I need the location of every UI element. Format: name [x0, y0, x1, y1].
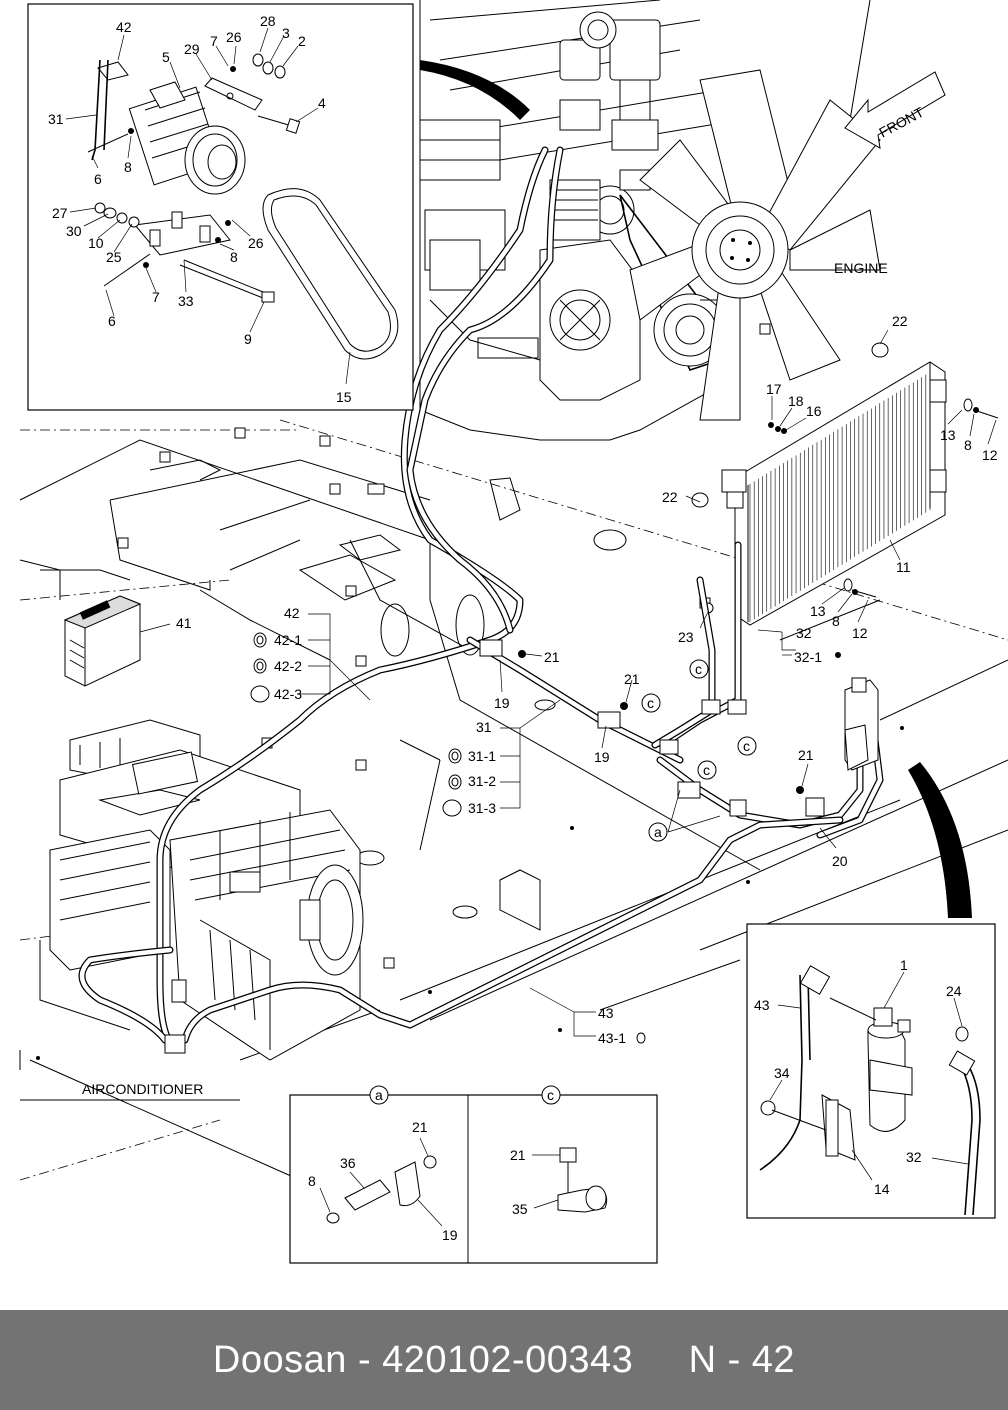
callouts-main: 22 17 18 16 13 8 12 22 11 13 8 12 23 32 …: [176, 313, 998, 1046]
callout: 20: [832, 853, 848, 869]
front-arrow: FRONT: [844, 71, 946, 149]
detail-marker-c: c: [695, 661, 702, 677]
callout: 43-1: [598, 1030, 626, 1046]
callout: 13: [810, 603, 826, 619]
callout: 8: [308, 1173, 316, 1189]
airconditioner-label: AIRCONDITIONER: [82, 1081, 203, 1097]
callout: 12: [852, 625, 868, 641]
footer-bar: Doosan - 420102-00343 N - 42: [0, 1310, 1008, 1410]
callout: 7: [152, 289, 160, 305]
callouts-receiver: 1 24 43 34 14 32: [754, 957, 962, 1197]
callout: 42: [116, 19, 132, 35]
condenser: [691, 342, 999, 658]
callout: 19: [494, 695, 510, 711]
engine-label: ENGINE: [834, 260, 888, 276]
callout: 43: [598, 1005, 614, 1021]
callout: 31: [476, 719, 492, 735]
callout: 7: [210, 33, 218, 49]
callout: 8: [832, 613, 840, 629]
callout: 12: [982, 447, 998, 463]
callout: 31-1: [468, 748, 496, 764]
callout: 22: [662, 489, 678, 505]
callout: 8: [124, 159, 132, 175]
callout: 31-2: [468, 773, 496, 789]
o-rings-42: [250, 632, 270, 703]
callout: 10: [88, 235, 104, 251]
detail-a-c-box: [289, 1094, 658, 1264]
detail-marker-c: c: [547, 1087, 554, 1103]
detail-marker-c: c: [703, 762, 710, 778]
callout: 19: [442, 1227, 458, 1243]
callout: 14: [874, 1181, 890, 1197]
callout: 35: [512, 1201, 528, 1217]
callout: 27: [52, 205, 68, 221]
callout: 32-1: [794, 649, 822, 665]
callout: 3: [282, 25, 290, 41]
callout: 17: [766, 381, 782, 397]
callout: 26: [226, 29, 242, 45]
callout: 15: [336, 389, 352, 405]
callout: 34: [774, 1065, 790, 1081]
parts-diagram: FRONT ENGINE: [19, 0, 1008, 1264]
part-number-caption: Doosan - 420102-00343 N - 42: [212, 1338, 796, 1381]
callout: 16: [806, 403, 822, 419]
detail-pointer-arrow: [908, 762, 972, 918]
callout: 4: [318, 95, 326, 111]
callout: 21: [798, 747, 814, 763]
callout: 43: [754, 997, 770, 1013]
callout: 19: [594, 749, 610, 765]
ac-controller: [63, 595, 142, 687]
callout: 42-1: [274, 632, 302, 648]
callouts-detail-a: 21 36 8 19: [308, 1119, 458, 1243]
detail-marker-a: a: [654, 824, 662, 840]
callout: 22: [892, 313, 908, 329]
callout: 21: [624, 671, 640, 687]
callout: 32: [906, 1149, 922, 1165]
callout: 21: [412, 1119, 428, 1135]
callout: 21: [510, 1147, 526, 1163]
airconditioner-unit: [49, 719, 364, 1061]
callout: 36: [340, 1155, 356, 1171]
detail-marker-c: c: [743, 738, 750, 754]
receiver-drier-main: [844, 677, 879, 771]
callout: 42: [284, 605, 300, 621]
callouts-detail-c: 21 35: [510, 1147, 528, 1217]
detail-marker-c: c: [647, 695, 654, 711]
callout: 24: [946, 983, 962, 999]
compressor-detail-box: [27, 3, 414, 411]
callout: 42-2: [274, 658, 302, 674]
o-rings-31: [442, 748, 462, 817]
callout: 2: [298, 33, 306, 49]
callout: 30: [66, 223, 82, 239]
callout: 23: [678, 629, 694, 645]
callout: 6: [108, 313, 116, 329]
callout: 8: [964, 437, 972, 453]
detail-markers: c c c c a a c: [369, 659, 757, 1105]
cooling-fan: [629, 69, 881, 421]
callout: 9: [244, 331, 252, 347]
callout: 18: [788, 393, 804, 409]
callout: 21: [544, 649, 560, 665]
callout: 32: [796, 625, 812, 641]
callout: 1: [900, 957, 908, 973]
callout: 6: [94, 171, 102, 187]
callout: 41: [176, 615, 192, 631]
callout: 5: [162, 49, 170, 65]
callout: 33: [178, 293, 194, 309]
callout: 11: [896, 559, 911, 575]
callout: 29: [184, 41, 200, 57]
engine-drawing: [419, 0, 871, 441]
callout: 42-3: [274, 686, 302, 702]
callout: 8: [230, 249, 238, 265]
callout: 26: [248, 235, 264, 251]
callout: 28: [260, 13, 276, 29]
callout: 31: [48, 111, 64, 127]
detail-marker-a: a: [375, 1087, 383, 1103]
callout: 31-3: [468, 800, 496, 816]
callout: 13: [940, 427, 956, 443]
callouts-compressor-detail: 42 5 29 7 26 28 3 2 4 31 6 8 27 30 10 25…: [48, 13, 352, 405]
receiver-detail-box: [746, 923, 996, 1219]
leader-lines: [65, 27, 997, 1227]
callout: 25: [106, 249, 122, 265]
